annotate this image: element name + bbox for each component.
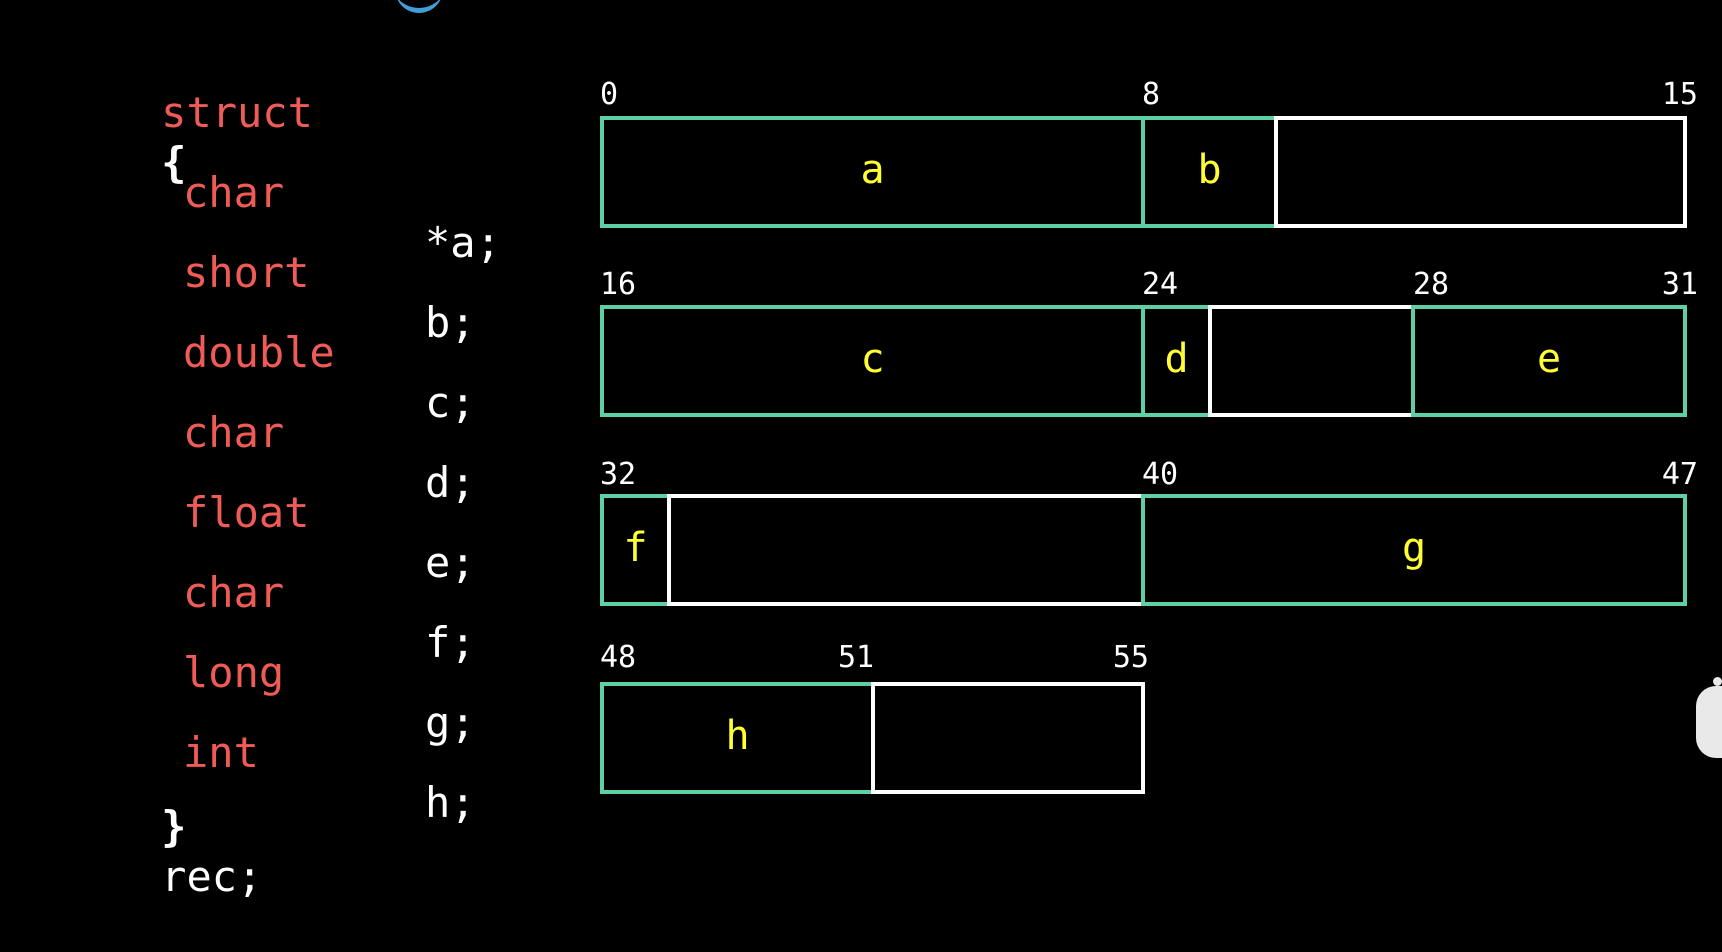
struct-code-listing: struct { char *a; short b; double c; cha… (0, 0, 560, 901)
struct-keyword: struct (161, 88, 313, 137)
field-box-g: g (1141, 494, 1687, 606)
field-name-h: h; (425, 778, 476, 827)
field-box-a: a (600, 116, 1145, 228)
offset-label: 0 (600, 77, 619, 112)
struct-close-line: } rec; (60, 752, 262, 952)
field-box-e: e (1411, 305, 1687, 417)
offset-label: 24 (1142, 267, 1179, 302)
field-name-d: d; (425, 458, 476, 507)
field-type-h: int (183, 728, 259, 777)
field-box-h: h (600, 682, 875, 794)
field-label-d: d (1164, 336, 1189, 382)
field-line-f: char f; (0, 518, 560, 718)
field-label-f: f (623, 525, 648, 571)
field-label-c: c (860, 336, 885, 382)
offset-label: 28 (1413, 267, 1450, 302)
field-line-h: int h; (0, 678, 560, 878)
partial-logo-icon (1696, 677, 1722, 758)
field-label-e: e (1536, 336, 1562, 382)
field-box-b: b (1141, 116, 1278, 228)
field-box-d: d (1141, 305, 1212, 417)
struct-variable-name: rec; (161, 852, 263, 901)
field-label-a: a (860, 147, 885, 193)
field-label-h: h (725, 713, 750, 759)
offset-label: 55 (1112, 640, 1149, 675)
field-line-c: double c; (0, 278, 560, 478)
field-label-b: b (1197, 147, 1222, 193)
offset-label: 8 (1142, 77, 1161, 112)
memory-layout-diagram: 0 8 15 a b 16 24 28 31 c d e 32 40 47 f … (590, 70, 1710, 810)
field-name-f: f; (425, 618, 476, 667)
field-name-e: e; (425, 538, 476, 587)
offset-label: 51 (838, 640, 875, 675)
field-type-g: long (183, 648, 285, 697)
title-fragment (395, 0, 443, 13)
field-name-g: g; (425, 698, 476, 747)
field-name-b: b; (425, 298, 476, 347)
field-type-e: float (183, 488, 310, 537)
field-type-f: char (183, 568, 285, 617)
field-line-g: long g; (0, 598, 560, 798)
padding-box (871, 682, 1145, 794)
offset-label: 47 (1661, 457, 1698, 492)
offset-label: 31 (1661, 267, 1698, 302)
field-type-b: short (183, 248, 310, 297)
offset-label: 48 (600, 640, 637, 675)
offset-label: 40 (1142, 457, 1179, 492)
field-type-c: double (183, 328, 335, 377)
field-line-e: float e; (0, 438, 560, 638)
field-box-c: c (600, 305, 1145, 417)
field-line-b: short b; (0, 198, 560, 398)
offset-label: 32 (600, 457, 637, 492)
field-line-a: char *a; (0, 118, 560, 318)
field-label-g: g (1401, 525, 1427, 571)
padding-box (1274, 116, 1687, 228)
field-type-a: char (183, 168, 285, 217)
field-name-c: c; (425, 378, 476, 427)
offset-label: 15 (1661, 77, 1698, 112)
padding-box (667, 494, 1145, 606)
field-box-f: f (600, 494, 671, 606)
field-name-a: *a; (425, 218, 501, 267)
offset-label: 16 (600, 267, 637, 302)
field-line-d: char d; (0, 358, 560, 558)
open-brace: { (161, 138, 187, 187)
padding-box (1208, 305, 1415, 417)
field-type-d: char (183, 408, 285, 457)
close-brace: } (161, 802, 187, 851)
struct-open-line: struct { (60, 38, 313, 238)
